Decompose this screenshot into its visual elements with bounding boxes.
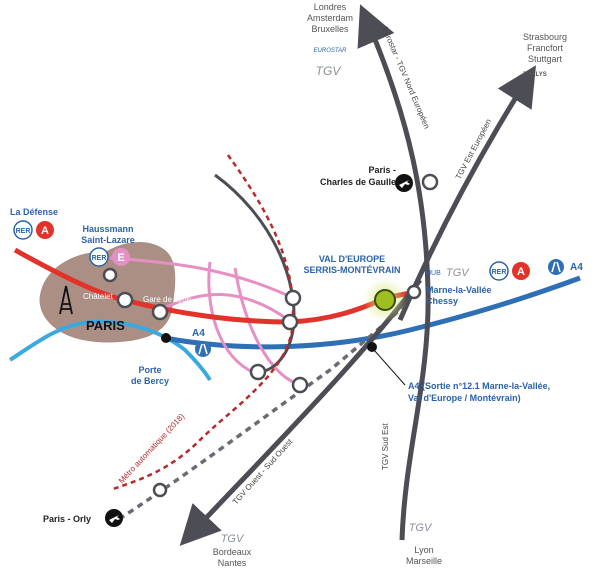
svg-text:Lyon: Lyon: [414, 545, 433, 555]
tgv-nord-line: [357, 4, 431, 541]
svg-text:Strasbourg: Strasbourg: [523, 32, 567, 42]
svg-text:RER: RER: [92, 255, 107, 262]
hub-tgv-logo: TGV: [446, 267, 470, 279]
haussmann-label: Haussmann Saint-Lazare: [81, 224, 135, 245]
plane-icon: [395, 174, 413, 192]
station-gare-de-lyon[interactable]: [151, 303, 169, 321]
station-a4-exit[interactable]: [367, 342, 377, 352]
la-defense-label: La Défense: [10, 207, 58, 217]
northeast-destinations: Strasbourg Francfort Stuttgart: [523, 32, 567, 64]
svg-text:Marseille: Marseille: [406, 556, 442, 566]
line-a-badge: A: [36, 221, 54, 239]
motorway-icon: [548, 259, 564, 275]
thalys-logo: THALYS: [523, 72, 546, 78]
a4-label-west: A4: [192, 328, 205, 339]
svg-text:de Bercy: de Bercy: [131, 376, 169, 386]
svg-text:Amsterdam: Amsterdam: [307, 13, 353, 23]
station-orly-line[interactable]: [152, 482, 168, 498]
svg-text:Bordeaux: Bordeaux: [213, 547, 252, 557]
svg-text:VAL D'EUROPE: VAL D'EUROPE: [319, 254, 385, 264]
station-porte-bercy[interactable]: [161, 333, 171, 343]
station-chatelet[interactable]: [116, 291, 134, 309]
station-cdg[interactable]: [421, 173, 439, 191]
station-pink-3[interactable]: [291, 376, 309, 394]
a4-exit-label: A4 (Sortie n°12.1 Marne-la-Vallée, Val d…: [408, 381, 550, 403]
svg-text:Saint-Lazare: Saint-Lazare: [81, 235, 135, 245]
gare-de-lyon-label: Gare de Lyon: [143, 295, 191, 304]
station-haussmann[interactable]: [102, 267, 118, 283]
svg-text:Chessy: Chessy: [426, 296, 458, 306]
line-a-badge: A: [512, 262, 530, 280]
svg-text:Nantes: Nantes: [218, 558, 247, 568]
svg-text:Stuttgart: Stuttgart: [528, 54, 563, 64]
svg-text:RER: RER: [16, 228, 31, 235]
tgv-logo: TGV: [316, 64, 342, 78]
porte-bercy-label: Porte de Bercy: [131, 365, 169, 386]
seine-line: [8, 319, 212, 382]
rer-badge-icon: RER: [13, 220, 33, 240]
station-pink-2[interactable]: [281, 313, 299, 331]
south-destinations: Lyon Marseille: [406, 545, 442, 566]
hub-label: HUB: [426, 270, 441, 277]
chessy-label: Marne-la-Vallée Chessy: [426, 285, 492, 306]
svg-text:Marne-la-Vallée: Marne-la-Vallée: [426, 285, 492, 295]
station-chessy[interactable]: [406, 284, 422, 300]
tgv-logo-s: TGV: [409, 522, 433, 534]
a4-label-east: A4: [570, 262, 583, 273]
pink-line-2: [159, 292, 291, 323]
svg-text:SERRIS-MONTÉVRAIN: SERRIS-MONTÉVRAIN: [303, 265, 400, 275]
cdg-label: Paris - Charles de Gaulle: [320, 165, 396, 187]
eiffel-tower-icon: [59, 285, 73, 315]
svg-text:Francfort: Francfort: [527, 43, 564, 53]
tgv-logo-sw: TGV: [221, 533, 245, 545]
svg-text:Charles de Gaulle: Charles de Gaulle: [320, 177, 396, 187]
svg-text:Val d'Europe / Montévrain): Val d'Europe / Montévrain): [408, 393, 521, 403]
svg-text:RER: RER: [492, 269, 507, 276]
pink-line-4: [233, 267, 301, 387]
svg-text:Paris -: Paris -: [368, 165, 396, 175]
tgv-ouest-label: TGV Ouest - Sud Ouest: [231, 437, 295, 507]
paris-label: PARIS: [86, 318, 125, 333]
station-pink-1[interactable]: [284, 289, 302, 307]
motorway-icon: [195, 341, 211, 357]
pink-line-3: [207, 261, 261, 377]
chatelet-label: Châtelet: [83, 292, 114, 301]
a4-motorway: [164, 275, 581, 350]
svg-text:Porte: Porte: [138, 365, 161, 375]
rer-badge-icon: RER: [489, 261, 509, 281]
eurostar-logo: EUROSTAR: [314, 48, 348, 54]
svg-text:A: A: [41, 225, 49, 237]
svg-text:Londres: Londres: [314, 2, 347, 12]
paris-area: [39, 241, 176, 343]
southwest-destinations: Bordeaux Nantes: [213, 547, 252, 568]
tgv-sud-est-label: TGV Sud Est: [381, 423, 390, 470]
line-e-badge: E: [112, 248, 130, 266]
svg-text:E: E: [117, 252, 124, 264]
val-deurope-label: VAL D'EUROPE SERRIS-MONTÉVRAIN: [303, 254, 400, 275]
plane-icon: [105, 509, 123, 527]
rer-badge-icon: RER: [89, 247, 109, 267]
pink-line-1: [109, 256, 294, 300]
a4-exit-leader: [373, 349, 406, 386]
north-destinations: Londres Amsterdam Bruxelles: [307, 2, 353, 34]
svg-text:Haussmann: Haussmann: [82, 224, 133, 234]
station-ring[interactable]: [249, 363, 267, 381]
station-val-deurope[interactable]: [374, 289, 396, 311]
svg-text:Bruxelles: Bruxelles: [311, 24, 349, 34]
orly-label: Paris - Orly: [43, 514, 91, 524]
svg-text:A4 (Sortie n°12.1 Marne-la-Val: A4 (Sortie n°12.1 Marne-la-Vallée,: [408, 381, 550, 391]
svg-text:A: A: [517, 266, 525, 278]
